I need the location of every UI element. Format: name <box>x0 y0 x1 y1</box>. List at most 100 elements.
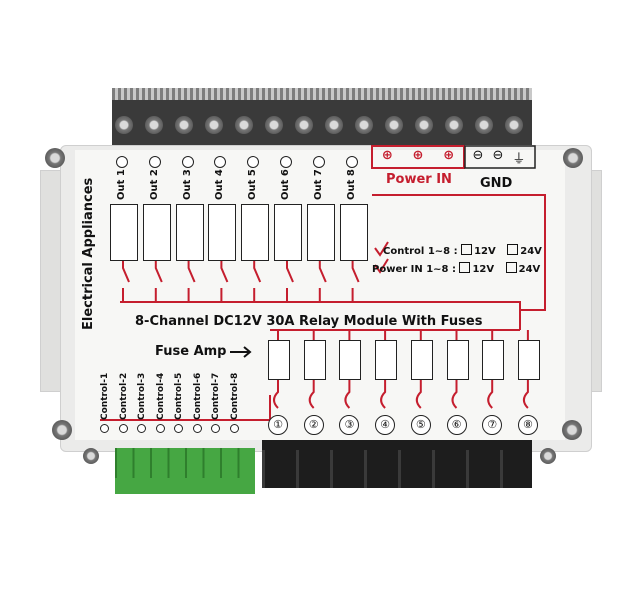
fuse-number: ⑤ <box>410 415 431 435</box>
terminal-screw <box>415 116 433 134</box>
relay-switch-wire <box>318 260 327 302</box>
output-label: Out 4 <box>214 169 226 200</box>
terminal-screw <box>295 116 313 134</box>
output-indicator-circle <box>345 156 358 168</box>
terminal-screw <box>265 116 283 134</box>
ground-icon: ⏚ <box>512 152 526 167</box>
corner-screw <box>83 448 99 464</box>
relay-switch-wire <box>351 260 360 302</box>
fuse-number: ⑦ <box>482 415 503 435</box>
control-label: Control-2 <box>118 372 129 420</box>
terminal-screw <box>115 116 133 134</box>
minus-icon: ⊖ <box>492 148 504 163</box>
power-in-label: Power IN <box>386 172 452 187</box>
corner-screw <box>540 448 556 464</box>
relay-switch-wire <box>286 260 294 302</box>
fuse-wire <box>344 330 351 409</box>
fuse-box <box>517 340 540 380</box>
v12-label: 12V <box>472 264 495 275</box>
plus-icon: ⊕ <box>412 148 424 163</box>
terminal-screw <box>505 116 523 134</box>
fuse-wire <box>451 330 458 409</box>
output-indicator-circle <box>247 156 260 168</box>
fuse-number: ② <box>303 415 324 435</box>
relay-switch-wire <box>154 260 163 302</box>
output-label: Out 7 <box>312 169 324 200</box>
checkbox-12v-power <box>459 262 471 273</box>
fuse-box <box>375 340 398 380</box>
fuse-number: ③ <box>339 415 360 435</box>
negative-terminal-symbols: ⊖ ⊖ ⏚ <box>468 148 530 167</box>
corner-screw <box>563 148 583 168</box>
control-indicator-circle <box>137 424 146 433</box>
fuse-box <box>268 340 290 380</box>
relay-box <box>241 204 270 261</box>
fuse-number: ④ <box>375 415 396 435</box>
output-label: Out 1 <box>116 169 127 200</box>
control-indicator-circle <box>155 424 165 433</box>
power-range-label: Power IN 1~8 : <box>372 264 456 275</box>
relay-switch-wire <box>122 260 130 302</box>
fuse-wire <box>415 330 422 409</box>
v12-label: 12V <box>474 246 496 257</box>
control-label: Control-6 <box>192 372 203 420</box>
positive-terminal-symbols: ⊕ ⊕ ⊕ <box>372 148 464 163</box>
checkbox-24v-power <box>505 262 517 273</box>
control-indicator-circle <box>100 424 109 433</box>
relay-switch-wire <box>220 260 229 302</box>
control-label: Control-3 <box>137 372 147 420</box>
minus-icon: ⊖ <box>472 148 484 163</box>
output-label: Out 8 <box>345 169 357 200</box>
relay-box <box>339 204 368 261</box>
control-label: Control-1 <box>100 372 110 420</box>
fuse-wire <box>308 330 315 409</box>
fuse-amp-label: Fuse Amp <box>155 344 227 359</box>
output-indicator-circle <box>148 156 161 168</box>
terminal-screw <box>385 116 403 134</box>
main-title: 8-Channel DC12V 30A Relay Module With Fu… <box>135 314 483 329</box>
corner-screw <box>52 420 72 440</box>
control-range-label: Control 1~8 : <box>383 246 458 257</box>
fuse-box <box>446 340 469 380</box>
control-label: Control-8 <box>229 372 240 420</box>
control-voltage-row: Control 1~8 : 12V 24V <box>383 244 542 257</box>
output-label: Out 2 <box>148 169 160 200</box>
fuse-wire <box>380 330 387 409</box>
fuse-box <box>482 340 505 380</box>
output-label: Out 3 <box>181 169 193 200</box>
relay-box <box>306 204 335 261</box>
side-label: Electrical Appliances <box>81 177 96 330</box>
control-indicator-circle <box>174 424 183 433</box>
control-indicator-circle <box>192 424 202 433</box>
terminal-screw <box>445 116 463 134</box>
relay-box <box>110 204 138 261</box>
fuse-wire <box>273 330 279 409</box>
output-label: Out 5 <box>247 169 259 200</box>
terminal-screw <box>325 116 343 134</box>
fuse-wire <box>522 330 529 409</box>
terminal-screw <box>175 116 193 134</box>
fuse-box <box>410 340 433 380</box>
fuse-box <box>303 340 326 380</box>
control-label: Control-5 <box>174 372 184 420</box>
fuse-number: ① <box>268 415 288 435</box>
plus-icon: ⊕ <box>381 148 393 163</box>
terminal-screw <box>205 116 223 134</box>
fuse-box <box>339 340 362 380</box>
output-indicator-circle <box>280 156 292 168</box>
relay-switch-wire <box>187 260 196 302</box>
relay-box <box>208 204 237 261</box>
checkbox-24v-control <box>507 244 519 255</box>
terminal-screw <box>475 116 493 134</box>
control-label: Control-7 <box>211 372 221 420</box>
control-indicator-circle <box>211 424 220 433</box>
gnd-label: GND <box>480 176 513 191</box>
corner-screw <box>45 148 65 168</box>
control-label: Control-4 <box>155 372 166 420</box>
relay-box <box>274 204 302 261</box>
control-terminal-slots <box>115 448 255 478</box>
terminal-screw <box>145 116 163 134</box>
control-indicator-circle <box>118 424 128 433</box>
plus-icon: ⊕ <box>443 148 455 163</box>
